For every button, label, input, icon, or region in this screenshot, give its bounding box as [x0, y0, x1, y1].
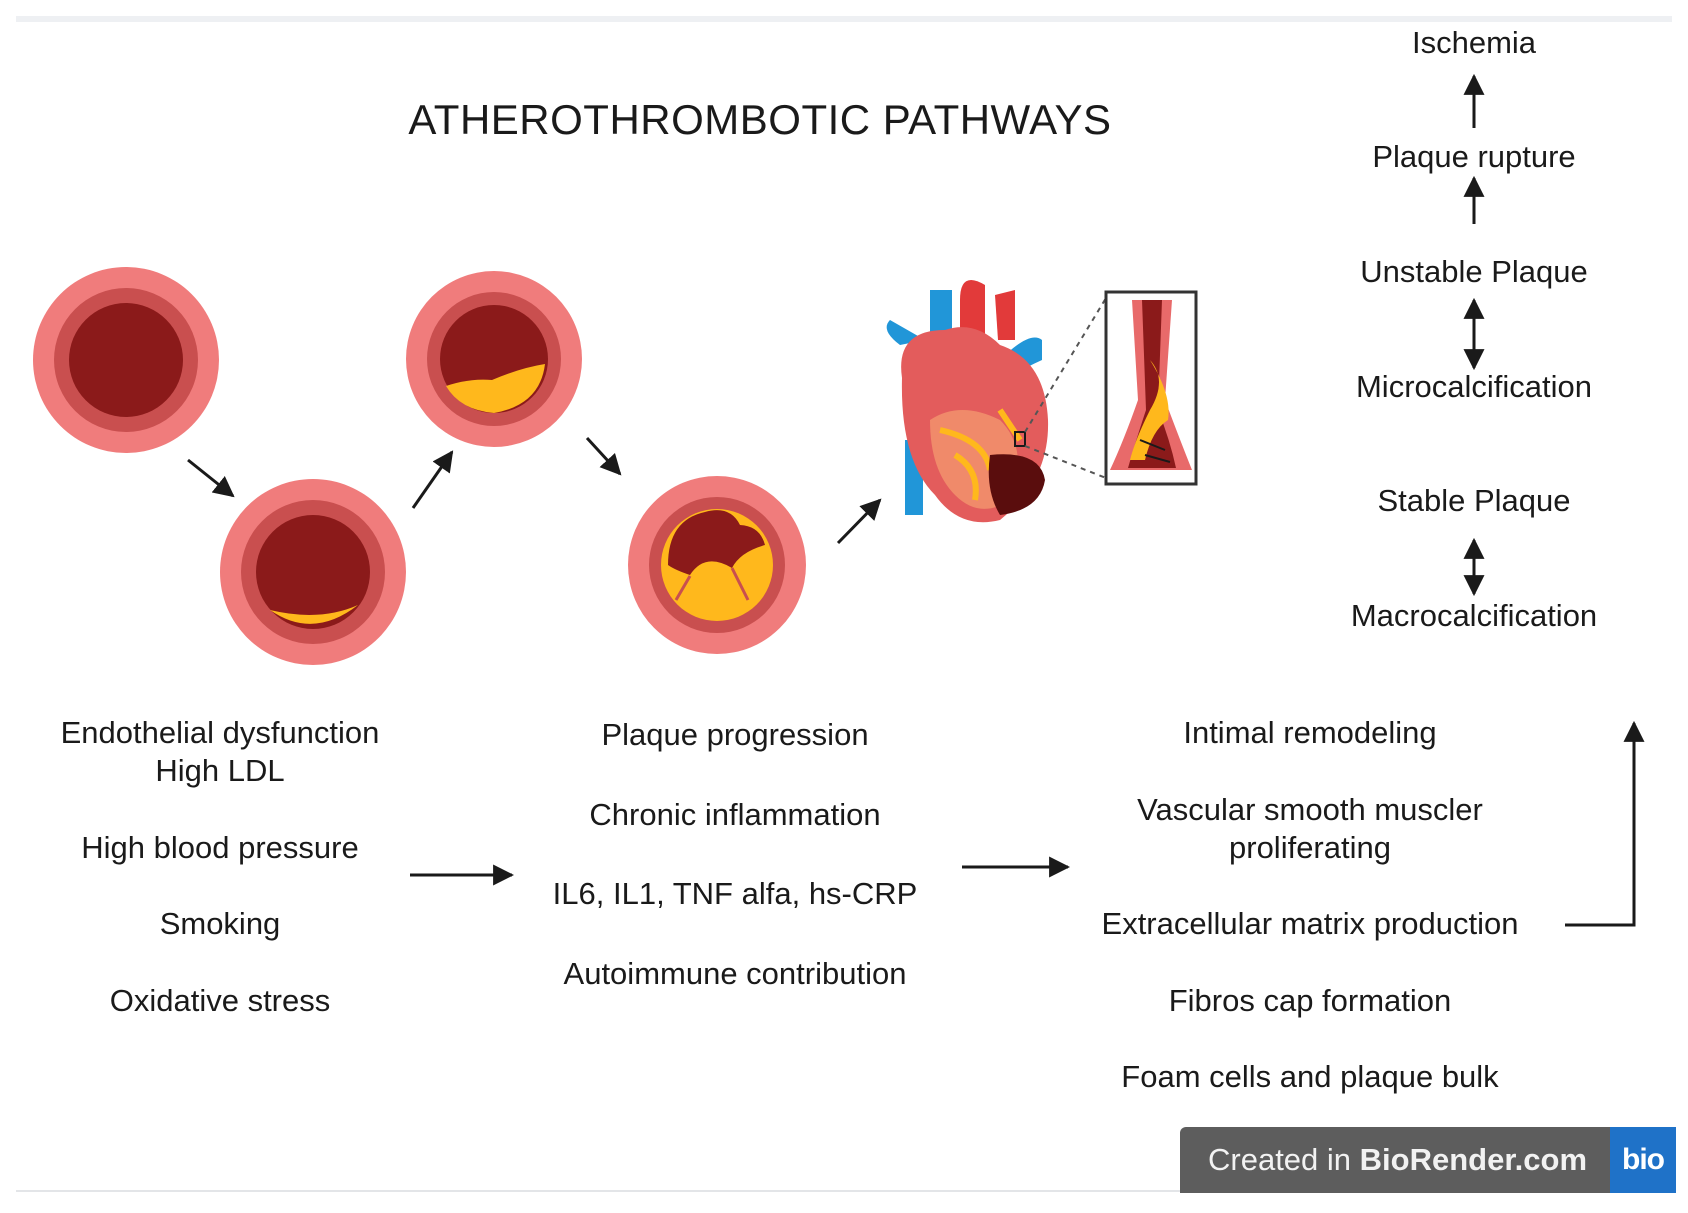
progression-chronic-inflammation: Chronic inflammation: [589, 797, 881, 832]
risk-high-blood-pressure: High blood pressure: [81, 830, 359, 865]
vessel-advanced-plaque: [628, 476, 806, 654]
cascade-unstable-plaque: Unstable Plaque: [1360, 254, 1588, 289]
progression-cytokines: IL6, IL1, TNF alfa, hs-CRP: [552, 876, 918, 911]
artery-zoom-inset: [1024, 290, 1198, 486]
risk-smoking: Smoking: [159, 906, 281, 941]
cascade-stable-plaque: Stable Plaque: [1377, 483, 1571, 518]
cascade-plaque-rupture: Plaque rupture: [1372, 139, 1576, 174]
remodel-intimal: Intimal remodeling: [1183, 715, 1437, 750]
risk-oxidative-stress: Oxidative stress: [109, 983, 331, 1018]
badge-brand: BioRender.com: [1359, 1142, 1588, 1177]
vessel-early-plaque: [220, 479, 406, 665]
remodel-vsmc-proliferating: proliferating: [1229, 830, 1391, 865]
cascade-macrocalcification: Macrocalcification: [1350, 598, 1598, 633]
badge-text: Created in BioRender.com: [1208, 1127, 1587, 1193]
bottom-divider: [16, 1190, 1672, 1192]
progression-plaque: Plaque progression: [601, 717, 869, 752]
vessel-flow-arrows: [187, 436, 882, 545]
badge-prefix: Created in: [1208, 1142, 1360, 1177]
vessel-growing-plaque: [406, 271, 582, 447]
remodel-vsmc: Vascular smooth muscler: [1137, 792, 1483, 827]
vessel-healthy: [33, 267, 219, 453]
remodel-ecm-production: Extracellular matrix production: [1101, 906, 1519, 941]
risk-endothelial-dysfunction: Endothelial dysfunction: [60, 715, 380, 750]
cascade-ischemia: Ischemia: [1411, 25, 1537, 60]
progression-autoimmune: Autoimmune contribution: [563, 956, 907, 991]
biorender-logo-icon: bio: [1610, 1127, 1676, 1193]
remodel-fibrous-cap: Fibros cap formation: [1168, 983, 1452, 1018]
biorender-badge[interactable]: Created in BioRender.com bio: [1180, 1127, 1676, 1193]
heart-illustration: [886, 280, 1049, 523]
diagram-title: ATHEROTHROMBOTIC PATHWAYS: [408, 96, 1112, 143]
remodel-foam-cells: Foam cells and plaque bulk: [1121, 1059, 1499, 1094]
risk-high-ldl: High LDL: [155, 753, 285, 788]
top-divider: [16, 16, 1672, 22]
stage-flow-arrows: [410, 720, 1645, 927]
cascade-microcalcification: Microcalcification: [1355, 369, 1592, 404]
